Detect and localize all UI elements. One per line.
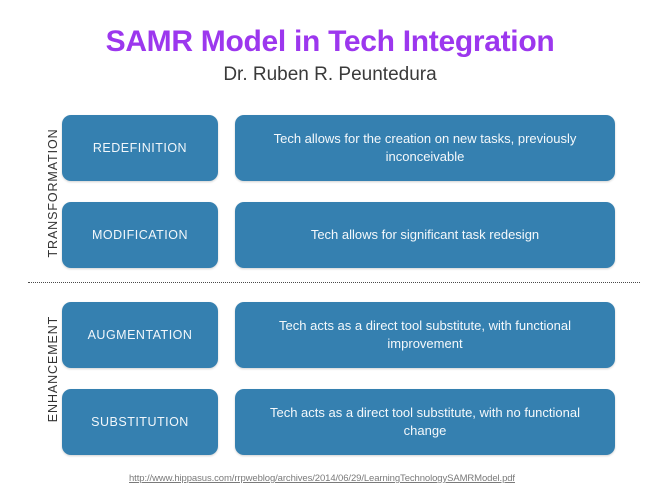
source-url-link[interactable]: http://www.hippasus.com/rrpweblog/archiv… (129, 473, 515, 484)
level-box-substitution[interactable]: SUBSTITUTION (62, 389, 218, 455)
slide-title: SAMR Model in Tech Integration (105, 25, 555, 58)
slide-footer: http://www.hippasus.com/rrpweblog/archiv… (0, 468, 660, 486)
description-box-augmentation[interactable]: Tech acts as a direct tool substitute, w… (235, 302, 615, 368)
description-box-modification[interactable]: Tech allows for significant task redesig… (235, 202, 615, 268)
level-box-modification[interactable]: MODIFICATION (62, 202, 218, 268)
level-label: REDEFINITION (92, 140, 188, 155)
level-box-redefinition[interactable]: REDEFINITION (62, 115, 218, 181)
description-text: Tech acts as a direct tool substitute, w… (279, 318, 571, 351)
section-label-transformation: TRANSFORMATION (46, 128, 60, 258)
description-box-substitution[interactable]: Tech acts as a direct tool substitute, w… (235, 389, 615, 455)
samr-row-modification: MODIFICATION Tech allows for significant… (62, 202, 615, 268)
description-text: Tech acts as a direct tool substitute, w… (269, 405, 580, 438)
section-divider-dotted-line (28, 282, 640, 283)
samr-row-substitution: SUBSTITUTION Tech acts as a direct tool … (62, 389, 615, 455)
section-label-enhancement: ENHANCEMENT (46, 315, 60, 423)
samr-row-augmentation: AUGMENTATION Tech acts as a direct tool … (62, 302, 615, 368)
description-text: Tech allows for the creation on new task… (273, 131, 577, 164)
samr-row-redefinition: REDEFINITION Tech allows for the creatio… (62, 115, 615, 181)
slide-header: SAMR Model in Tech Integration Dr. Ruben… (0, 24, 660, 87)
level-label: AUGMENTATION (87, 327, 193, 342)
description-text: Tech allows for significant task redesig… (310, 227, 540, 242)
level-label: SUBSTITUTION (91, 414, 189, 429)
slide-subtitle-author: Dr. Ruben R. Peuntedura (223, 64, 437, 85)
level-box-augmentation[interactable]: AUGMENTATION (62, 302, 218, 368)
level-label: MODIFICATION (91, 227, 189, 242)
description-box-redefinition[interactable]: Tech allows for the creation on new task… (235, 115, 615, 181)
